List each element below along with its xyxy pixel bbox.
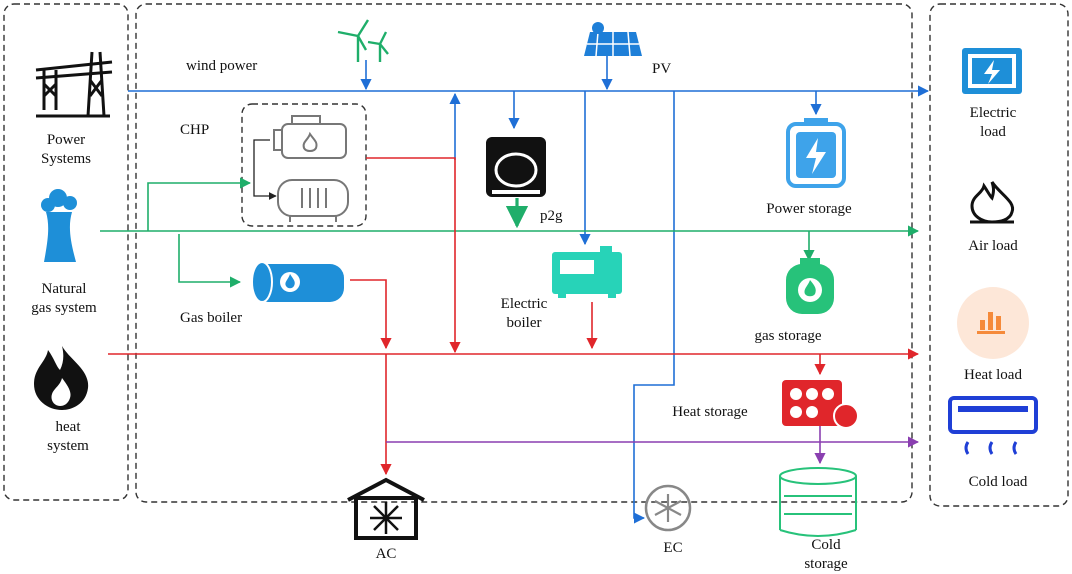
gas-to-chp [147, 177, 252, 231]
chp-label: CHP [180, 122, 209, 138]
cold-storage-label-2: storage [804, 556, 848, 572]
pv-label: PV [652, 61, 671, 77]
p2g-device-icon [486, 137, 546, 197]
p2g-label: p2g [540, 208, 563, 224]
solar-panel-icon [584, 22, 642, 57]
electric-load-icon [962, 48, 1022, 94]
electric-boiler-label-2: boiler [507, 315, 542, 331]
chp-internal-arrow [253, 139, 277, 200]
heat-storage-icon [782, 380, 859, 429]
gas-flows [100, 177, 920, 288]
chp-frame [241, 103, 367, 227]
natural-gas-label-2: gas system [31, 300, 97, 316]
electric-load-label-1: Electric [970, 105, 1017, 121]
chp-to-heat-bus [366, 157, 461, 354]
ac-label: AC [376, 546, 397, 562]
bus-to-ec [633, 91, 675, 524]
gas-cylinder-icon [786, 258, 834, 314]
heat-storage-label: Heat storage [672, 404, 748, 420]
power-systems-label-2: Systems [41, 151, 91, 167]
loads-frame [929, 3, 1069, 507]
heat-flows [108, 157, 920, 476]
ec-label: EC [663, 540, 682, 556]
cold-storage-label-1: Cold [811, 537, 841, 553]
labels: Power Systems Natural gas system heat sy… [31, 58, 1028, 572]
gas-boiler-icon [251, 261, 344, 303]
heat-system-label-1: heat [56, 419, 82, 435]
flame-icon [34, 346, 89, 410]
gas-plant-icon [41, 189, 77, 262]
ec-snowflake-icon [644, 484, 692, 532]
chp-engine-icon [273, 115, 347, 159]
heat-load-icon [957, 287, 1029, 359]
air-load-label: Air load [968, 238, 1018, 254]
gas-to-gas-boiler [178, 234, 242, 288]
electric-boiler-label-1: Electric [501, 296, 548, 312]
cold-storage-icon [779, 467, 857, 537]
wind-power-label: wind power [186, 58, 257, 74]
gas-boiler-label: Gas boiler [180, 310, 242, 326]
natural-gas-label-1: Natural [42, 281, 87, 297]
electric-boiler-icon [552, 246, 622, 298]
energy-hub-frame [135, 3, 913, 503]
battery-icon [786, 118, 846, 188]
wind-turbine-icon [337, 19, 389, 62]
electric-load-label-2: load [980, 124, 1006, 140]
chp-boiler-icon [277, 179, 349, 222]
electric-flows [128, 56, 930, 524]
gas-storage-label: gas storage [754, 328, 821, 344]
power-systems-label-1: Power [47, 132, 85, 148]
ac-house-icon [347, 477, 425, 540]
cold-load-ac-icon [948, 396, 1038, 455]
power-pylon-icon [35, 51, 113, 118]
heat-load-label: Heat load [964, 367, 1022, 383]
source-systems-frame [3, 3, 129, 501]
gas-boiler-to-heat-bus [350, 279, 392, 350]
power-storage-label: Power storage [766, 201, 852, 217]
heat-system-label-2: system [47, 438, 89, 454]
cold-load-label: Cold load [969, 474, 1028, 490]
air-load-flame-icon [970, 181, 1015, 224]
